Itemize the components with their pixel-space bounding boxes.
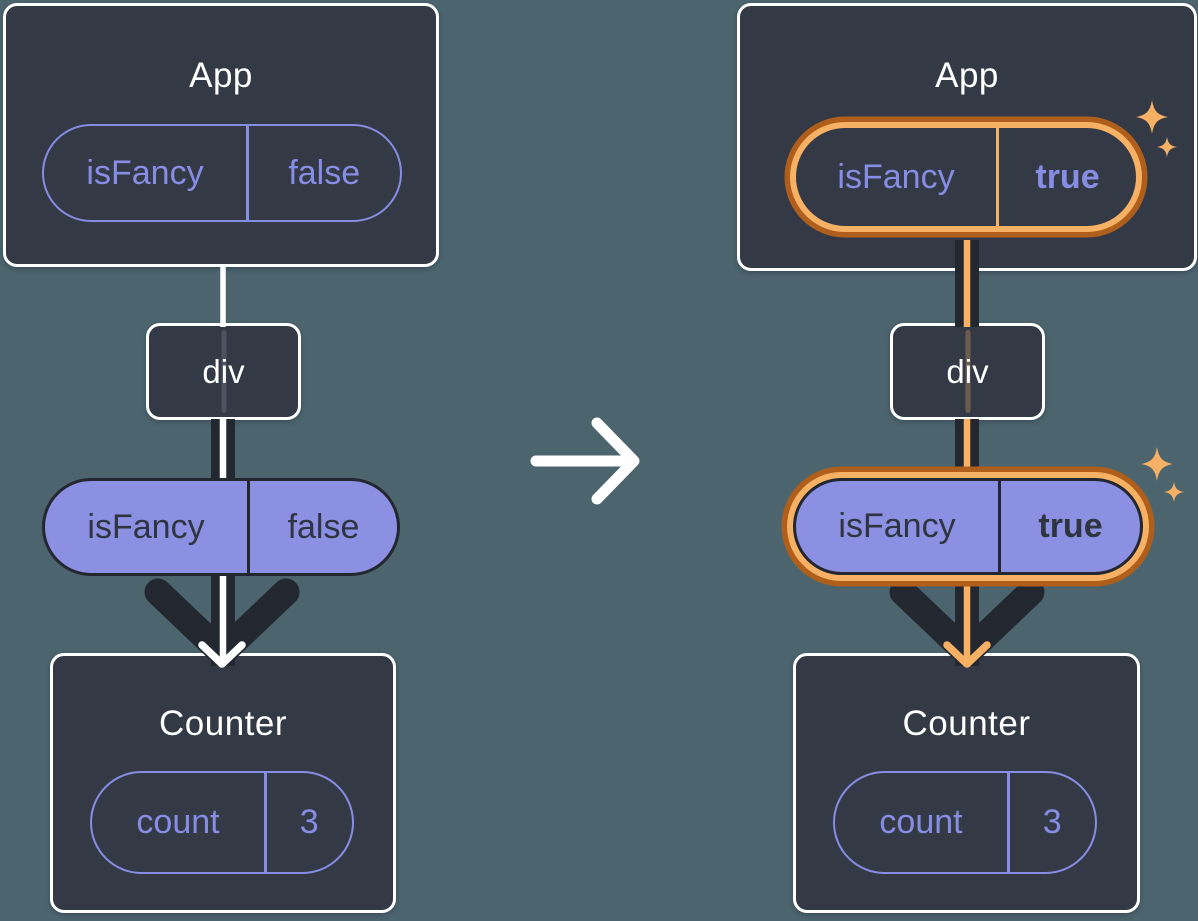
component-title-app-left: App xyxy=(189,56,253,95)
sparkle-icon xyxy=(1164,482,1184,502)
state-value-label: 3 xyxy=(299,803,319,841)
pill-divider xyxy=(264,773,267,872)
prop-passthrough-line-left xyxy=(221,330,226,413)
pill-divider xyxy=(1007,773,1010,872)
state-key-label: isFancy xyxy=(86,153,204,192)
pill-divider xyxy=(247,481,250,573)
component-title-div-left: div xyxy=(202,353,245,390)
state-pill-counter-left: count 3 xyxy=(90,771,354,874)
prop-pill-left: isFancy false xyxy=(42,478,400,576)
prop-value-label: false xyxy=(287,507,360,546)
component-title-app-right: App xyxy=(935,56,999,95)
prop-key-label: isFancy xyxy=(87,507,205,546)
state-pill-counter-right: count 3 xyxy=(833,771,1097,874)
state-value-label: true xyxy=(1035,157,1100,196)
transition-arrow-icon xyxy=(530,417,640,505)
sparkle-icon xyxy=(1141,447,1173,481)
state-value-label: 3 xyxy=(1042,803,1062,841)
component-box-div-right: div xyxy=(890,323,1045,420)
state-key-label: count xyxy=(136,803,220,841)
state-value-label: false xyxy=(288,153,361,192)
state-pill-app-left: isFancy false xyxy=(42,124,402,222)
component-title-counter-right: Counter xyxy=(902,704,1031,743)
prop-pill-right-highlighted: isFancy true xyxy=(793,478,1143,575)
prop-passthrough-line-right xyxy=(965,330,970,413)
pill-divider xyxy=(246,126,249,220)
component-title-div-right: div xyxy=(946,353,989,390)
component-title-counter-left: Counter xyxy=(158,704,288,743)
state-key-label: count xyxy=(879,803,963,841)
component-box-div-left: div xyxy=(146,323,301,420)
state-pill-app-right-highlighted: isFancy true xyxy=(790,122,1142,232)
prop-value-label: true xyxy=(1038,507,1103,545)
prop-key-label: isFancy xyxy=(838,507,956,545)
state-key-label: isFancy xyxy=(837,157,955,196)
pill-divider xyxy=(998,481,1001,572)
pill-divider xyxy=(996,128,999,226)
